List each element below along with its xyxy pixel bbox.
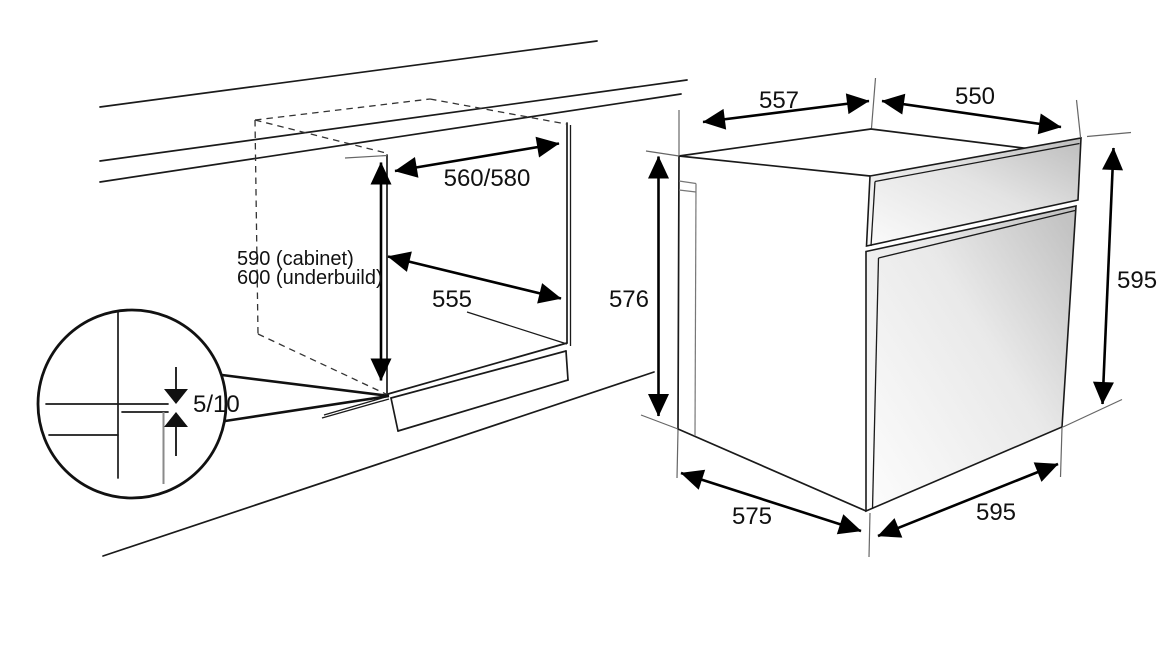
dim-niche-width: 560/580 bbox=[394, 136, 560, 192]
oven-width-top-label: 550 bbox=[955, 83, 995, 110]
dim-oven-width-top: 550 bbox=[881, 83, 1062, 135]
countertop-lines bbox=[99, 40, 688, 183]
oven-height-right-label: 595 bbox=[1117, 267, 1157, 294]
oven-depth-bottom-label: 575 bbox=[732, 503, 772, 530]
dim-oven-depth-top: 557 bbox=[702, 87, 870, 130]
gap-arrows bbox=[164, 367, 188, 456]
callout-pointer bbox=[221, 373, 390, 398]
niche-depth-label: 555 bbox=[432, 286, 472, 313]
oven-top-face bbox=[679, 129, 1027, 176]
oven-depth-top-label: 557 bbox=[759, 87, 799, 114]
dim-oven-height-left: 576 bbox=[609, 156, 669, 417]
oven-left-face bbox=[678, 156, 872, 511]
floor-line bbox=[102, 371, 655, 557]
callout-pointer bbox=[224, 394, 390, 423]
cabinet-opening bbox=[386, 122, 572, 395]
niche-dashed-outline bbox=[254, 98, 567, 396]
plinth-gap-label: 5/10 bbox=[193, 391, 240, 418]
oven-drawing: 557 550 576 595 575 595 bbox=[609, 77, 1157, 558]
oven-door bbox=[865, 204, 1077, 513]
plinth bbox=[321, 350, 569, 432]
niche-width-label: 560/580 bbox=[444, 165, 531, 192]
oven-height-left-label: 576 bbox=[609, 286, 649, 313]
dim-oven-width-bottom: 595 bbox=[877, 462, 1059, 538]
dim-niche-depth: 555 bbox=[387, 251, 562, 313]
dim-niche-height: 590 (cabinet) 600 (underbuild) bbox=[237, 154, 392, 381]
niche-height-label-1: 590 (cabinet) bbox=[237, 248, 354, 270]
dim-oven-depth-bottom: 575 bbox=[680, 469, 862, 535]
magnifier-callout: 5/10 bbox=[36, 308, 390, 500]
control-panel bbox=[865, 137, 1082, 248]
niche-height-label-2: 600 (underbuild) bbox=[237, 267, 383, 289]
oven-width-bottom-label: 595 bbox=[976, 499, 1016, 526]
niche-drawing: 5/10 560/580 590 (cabinet) 600 (underbui… bbox=[36, 40, 688, 557]
dim-oven-height-right: 595 bbox=[1092, 147, 1157, 405]
